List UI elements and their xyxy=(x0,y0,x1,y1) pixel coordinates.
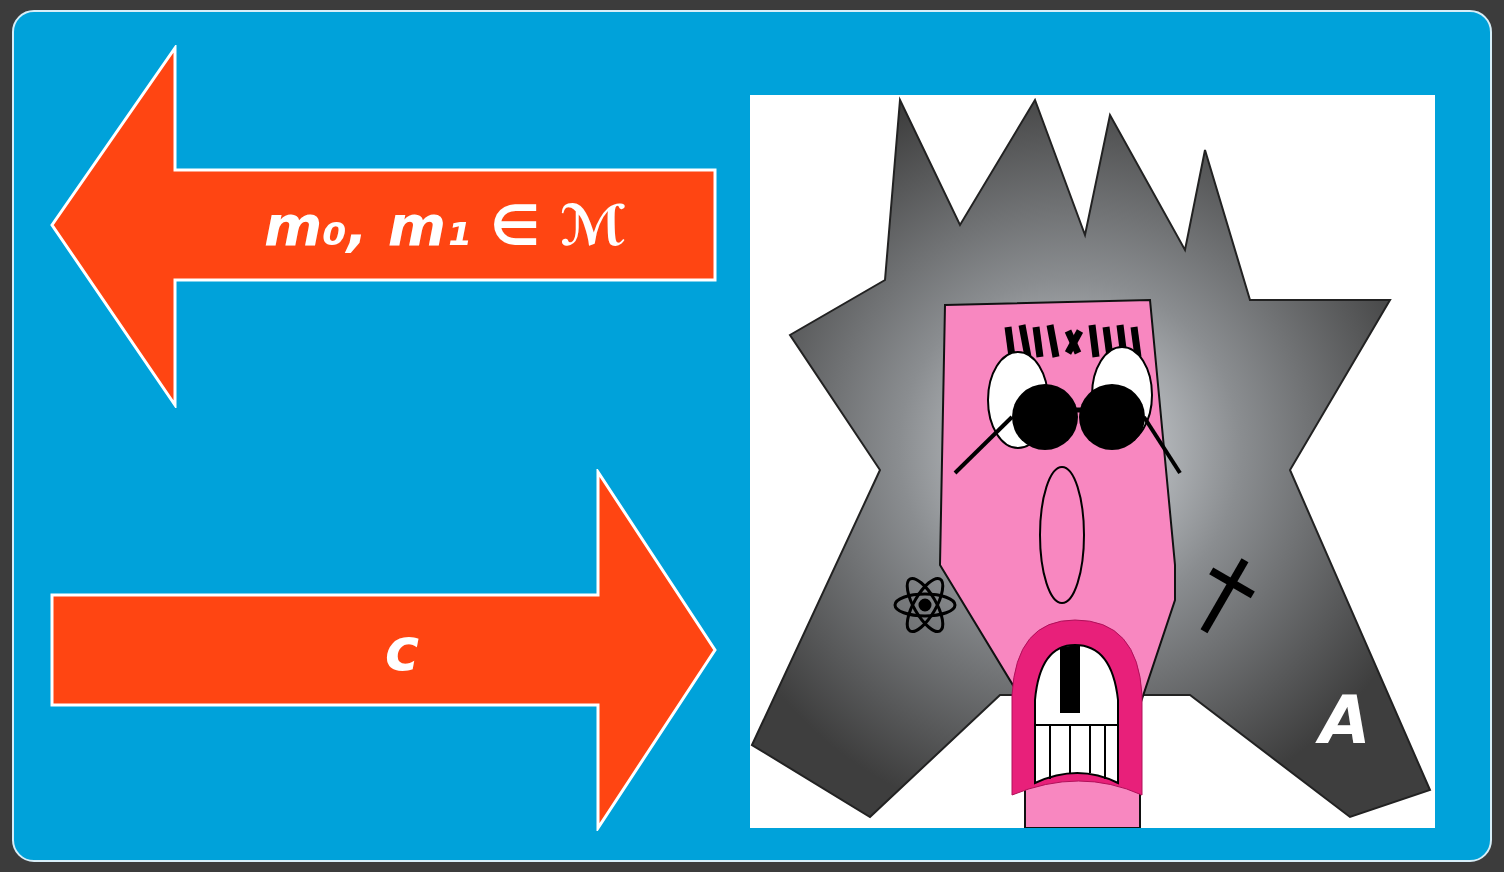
node-label: m₀, m₁ ∈ ℳ xyxy=(175,170,715,280)
arrow-shape xyxy=(49,469,718,831)
node-label: c xyxy=(342,595,462,705)
adversary-box: A xyxy=(750,95,1435,828)
node-label: A xyxy=(1290,675,1400,765)
arrow-right: c xyxy=(52,472,715,828)
arrow-left: m₀, m₁ ∈ ℳ xyxy=(52,48,715,405)
